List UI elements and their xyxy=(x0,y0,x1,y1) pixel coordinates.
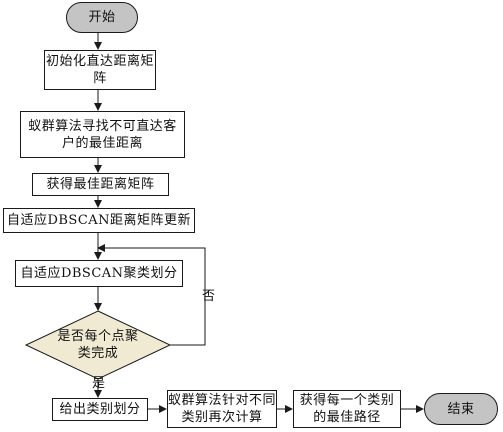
aco-search-label: 蚁群算法寻找不可直达客户的最佳距离 xyxy=(28,118,177,151)
no-label: 否 xyxy=(202,289,216,304)
yes-label: 是 xyxy=(92,376,106,391)
best-matrix-box: 获得最佳距离矩阵 xyxy=(32,173,169,196)
output-division-box: 给出类别划分 xyxy=(52,398,148,421)
decision-label: 是否每个点聚类完成 xyxy=(57,329,139,361)
aco-recompute-label: 蚁群算法针对不同类别再次计算 xyxy=(168,393,277,425)
end-label: 结束 xyxy=(447,401,475,417)
init-matrix-label: 初始化直达距离矩阵 xyxy=(45,54,154,86)
adaptive-update-box: 自适应DBSCAN距离矩阵更新 xyxy=(3,208,195,233)
start-terminal: 开始 xyxy=(66,2,138,33)
adaptive-cluster-label: 自适应DBSCAN聚类划分 xyxy=(20,266,178,281)
aco-recompute-box: 蚁群算法针对不同类别再次计算 xyxy=(167,390,277,428)
start-label: 开始 xyxy=(88,10,116,25)
aco-search-box: 蚁群算法寻找不可直达客户的最佳距离 xyxy=(20,111,185,158)
end-terminal: 结束 xyxy=(424,393,498,425)
init-matrix-box: 初始化直达距离矩阵 xyxy=(44,50,156,90)
edge-decision-no-loop xyxy=(97,244,206,346)
adaptive-update-label: 自适应DBSCAN距离矩阵更新 xyxy=(6,213,192,228)
adaptive-cluster-box: 自适应DBSCAN聚类划分 xyxy=(15,260,183,287)
best-path-label: 获得每一个类别的最佳路径 xyxy=(299,393,395,425)
best-path-box: 获得每一个类别的最佳路径 xyxy=(293,390,401,428)
best-matrix-label: 获得最佳距离矩阵 xyxy=(46,177,155,192)
output-division-label: 给出类别划分 xyxy=(59,402,141,417)
